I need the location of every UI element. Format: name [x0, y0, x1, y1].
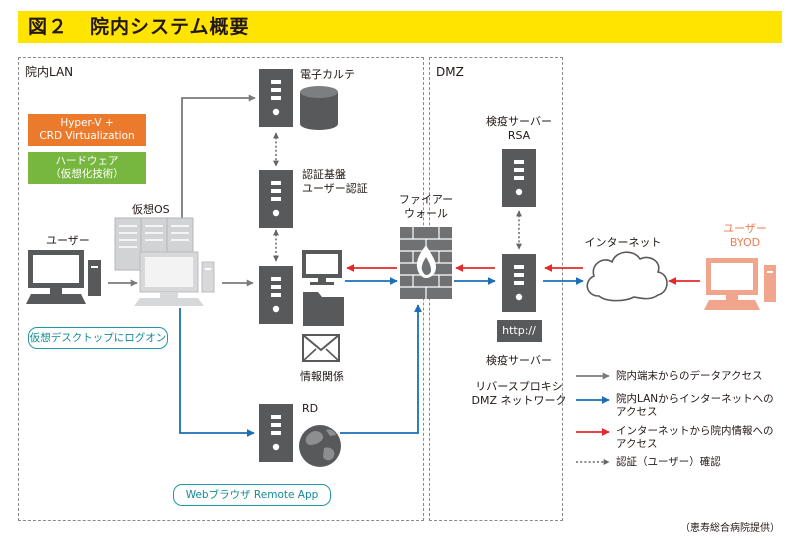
auth-server-icon	[259, 170, 293, 228]
hardware-tag: ハードウェア （仮想化技術）	[28, 152, 146, 184]
globe-icon	[299, 425, 341, 467]
red-arrows	[346, 264, 700, 285]
user-label: ユーザー	[46, 234, 90, 247]
hardware-tag-line1: ハードウェア	[55, 155, 119, 167]
app-server-icon	[259, 266, 293, 324]
legend-markers	[576, 372, 610, 465]
rd-server-icon	[259, 404, 293, 462]
legend-blue-text-line1: 院内LANからインターネットへの	[616, 393, 774, 405]
reverse-proxy-label-line1: リバースプロキシ	[475, 380, 563, 393]
monitor-icon	[302, 250, 342, 285]
folder-icon	[303, 292, 344, 326]
user-pc-icon	[26, 250, 101, 304]
legend-gray-text: 院内端末からのデータアクセス	[616, 370, 763, 382]
web-browser-callout: Webブラウザ Remote App	[173, 484, 331, 506]
hyperv-tag-line2: CRD Virtualization	[39, 130, 135, 142]
internet-cloud-icon	[586, 251, 668, 302]
database-icon	[300, 86, 338, 130]
firewall-icon	[400, 227, 452, 299]
blue-vos-to-rd	[179, 308, 255, 437]
legend-blue-text-line2: アクセス	[616, 406, 658, 418]
firewall-label-line2: ウォール	[404, 207, 448, 220]
virtual-os-label: 仮想OS	[132, 203, 170, 216]
reverse-proxy-label-line2: DMZ ネットワーク	[471, 394, 567, 407]
blue-arrows	[179, 277, 584, 437]
blue-rd-to-firewall	[340, 304, 422, 434]
internet-label: インターネット	[584, 236, 662, 249]
desktop-logon-callout: 仮想デスクトップにログオン	[28, 327, 168, 349]
arrow-vos-to-emr	[181, 94, 256, 238]
hyperv-tag-line1: Hyper-V +	[60, 117, 114, 129]
quarantine-rsa-label-line1: 検疫サーバー	[486, 115, 552, 128]
legend-red-text-line2: アクセス	[616, 438, 658, 450]
emr-server-icon	[259, 69, 293, 127]
legend-dotted-text: 認証（ユーザー）確認	[616, 456, 721, 468]
quarantine-rsa-server-icon	[502, 149, 536, 207]
auth-label-line2: ユーザー認証	[302, 182, 368, 195]
byod-pc-icon	[704, 258, 776, 310]
quarantine-label: 検疫サーバー	[486, 354, 552, 367]
dotted-arrows	[273, 132, 522, 262]
figure-title: 図２ 院内システム概要	[18, 11, 782, 43]
credit-label: （恵寿総合病院提供）	[680, 523, 780, 534]
quarantine-rsa-label-line2: RSA	[507, 129, 531, 142]
figure-number: 図２	[28, 16, 69, 38]
byod-label-line2: BYOD	[729, 236, 761, 249]
byod-label-line1: ユーザー	[723, 222, 767, 235]
firewall-label-line1: ファイアー	[398, 193, 454, 206]
dmz-zone-label: DMZ	[436, 65, 464, 79]
figure-name: 院内システム概要	[90, 16, 250, 38]
envelope-icon	[302, 334, 340, 362]
legend-red-text-line1: インターネットから院内情報への	[616, 425, 774, 437]
http-badge-text: http://	[502, 324, 536, 337]
quarantine-server-icon	[502, 254, 536, 312]
hyperv-tag: Hyper-V + CRD Virtualization	[28, 114, 146, 146]
auth-label-line1: 認証基盤	[302, 168, 346, 181]
http-badge-box	[497, 320, 542, 342]
lan-zone-label: 院内LAN	[25, 65, 74, 79]
hardware-tag-line2: （仮想化技術）	[50, 168, 124, 180]
emr-label: 電子カルテ	[300, 68, 355, 81]
info-label: 情報関係	[300, 370, 344, 383]
rd-label: RD	[302, 402, 319, 415]
gray-arrows	[108, 94, 256, 287]
virtual-os-pc-icon	[134, 251, 215, 306]
